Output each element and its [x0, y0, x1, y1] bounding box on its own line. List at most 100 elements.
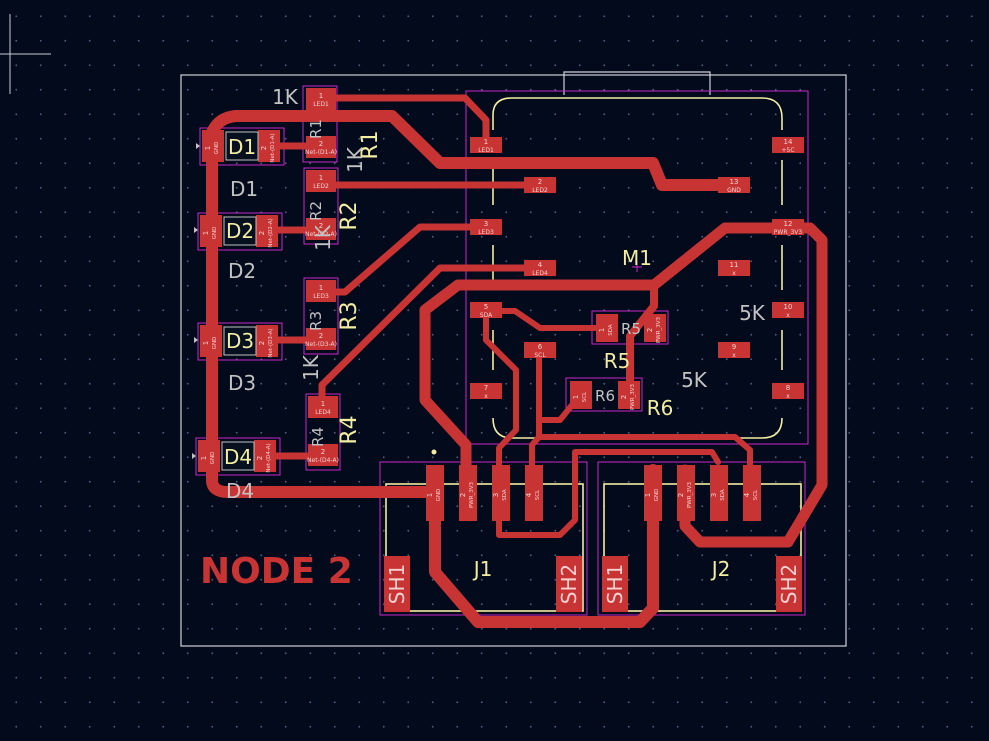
pad-copper[interactable]	[524, 177, 556, 193]
j2-shield-1[interactable]: SH1	[602, 556, 628, 612]
track-gnd-bottom[interactable]	[429, 464, 659, 628]
pad-copper[interactable]	[772, 302, 804, 318]
m1-pad-8[interactable]: 8x	[772, 383, 804, 400]
pad-copper[interactable]	[524, 260, 556, 276]
pad-copper[interactable]	[384, 556, 410, 612]
track-pwr-pullups[interactable]	[626, 281, 658, 396]
pad-copper[interactable]	[772, 383, 804, 399]
pad-copper[interactable]	[308, 444, 338, 466]
pad-copper[interactable]	[470, 219, 502, 235]
pad-copper[interactable]	[459, 465, 477, 521]
track-scl-j1[interactable]	[529, 347, 542, 481]
pad-copper[interactable]	[596, 314, 618, 342]
j2-shield-2[interactable]: SH2	[776, 556, 802, 612]
pad-copper[interactable]	[306, 218, 336, 240]
pad-copper[interactable]	[525, 465, 543, 521]
pad-copper[interactable]	[470, 302, 502, 318]
pad-copper[interactable]	[426, 465, 444, 521]
track-sda-j1[interactable]	[483, 308, 519, 481]
pad-copper[interactable]	[776, 556, 802, 612]
pad-copper[interactable]	[718, 342, 750, 358]
pad-copper[interactable]	[677, 465, 695, 521]
pad-copper[interactable]	[258, 130, 280, 162]
track-pwr-3v3[interactable]	[419, 222, 828, 548]
pad-copper[interactable]	[772, 137, 804, 153]
j1-shield-1[interactable]: SH1	[384, 556, 410, 612]
pad-copper[interactable]	[570, 381, 592, 409]
pad-copper[interactable]	[492, 465, 510, 521]
pad-copper[interactable]	[198, 440, 220, 472]
track-sda-r5[interactable]	[483, 308, 608, 331]
pad-copper[interactable]	[556, 556, 582, 612]
track-gnd-left[interactable]	[206, 139, 441, 498]
pad-copper[interactable]	[524, 342, 556, 358]
pad-copper[interactable]	[306, 88, 336, 110]
pad-copper[interactable]	[306, 280, 336, 302]
pad-copper[interactable]	[718, 260, 750, 276]
pad-copper[interactable]	[256, 325, 278, 357]
m1-pad-14[interactable]: 14+5C	[772, 137, 804, 154]
pad-copper[interactable]	[710, 465, 728, 521]
pad-copper[interactable]	[202, 130, 224, 162]
pad-copper[interactable]	[772, 219, 804, 235]
pad-copper[interactable]	[254, 440, 276, 472]
pad-copper[interactable]	[644, 314, 666, 342]
pad-copper[interactable]	[602, 556, 628, 612]
board-edge-outline[interactable]	[180, 74, 847, 647]
pad-copper[interactable]	[200, 325, 222, 357]
pad-copper[interactable]	[718, 177, 750, 193]
pad-copper[interactable]	[306, 170, 336, 192]
track-led1[interactable]	[318, 94, 490, 147]
track-sda-j2[interactable]	[496, 449, 721, 538]
pad-copper[interactable]	[644, 465, 662, 521]
pad-copper[interactable]	[618, 381, 640, 409]
m1-pad-11[interactable]: 11x	[718, 260, 750, 277]
pad-copper[interactable]	[470, 383, 502, 399]
pad-copper[interactable]	[306, 136, 336, 158]
pad-copper[interactable]	[256, 215, 278, 247]
pad-copper[interactable]	[743, 465, 761, 521]
pad-copper[interactable]	[308, 396, 338, 418]
track-led4[interactable]	[318, 264, 544, 406]
track-scl-j2[interactable]	[536, 434, 753, 473]
m1-pad-7[interactable]: 7x	[470, 383, 502, 400]
j1-shield-2[interactable]: SH2	[556, 556, 582, 612]
m1-pad-9[interactable]: 9x	[718, 342, 750, 359]
m1-pad-10[interactable]: 10x	[772, 302, 804, 319]
pad-copper[interactable]	[200, 215, 222, 247]
